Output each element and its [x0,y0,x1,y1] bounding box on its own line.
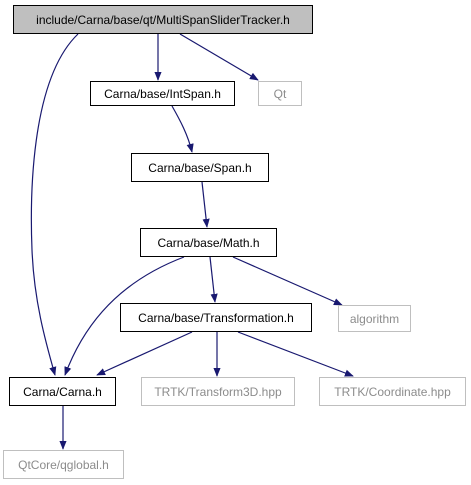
node-qglobal: QtCore/qglobal.h [3,450,124,479]
node-coordinate: TRTK/Coordinate.hpp [319,377,466,406]
edge-span-to-math [201,181,210,228]
edge-transformation-to-coordinate [237,331,354,377]
edge-math-to-algorithm [232,256,343,306]
node-algorithm: algorithm [338,305,411,332]
edge-root-to-qt [179,33,259,81]
edge-math-to-carna [64,256,185,376]
node-transformation[interactable]: Carna/base/Transformation.h [120,303,312,332]
node-intspan[interactable]: Carna/base/IntSpan.h [90,81,235,106]
node-root[interactable]: include/Carna/base/qt/MultiSpanSliderTra… [13,5,313,34]
node-transform3d: TRTK/Transform3D.hpp [141,377,295,406]
node-span[interactable]: Carna/base/Span.h [131,153,269,182]
edge-intspan-to-span [171,105,194,153]
node-math[interactable]: Carna/base/Math.h [140,228,277,257]
node-carna[interactable]: Carna/Carna.h [9,377,116,406]
edge-root-to-carna [30,33,79,376]
edge-math-to-transformation [209,256,218,303]
edge-transformation-to-carna [96,331,193,376]
node-qt: Qt [258,81,302,106]
